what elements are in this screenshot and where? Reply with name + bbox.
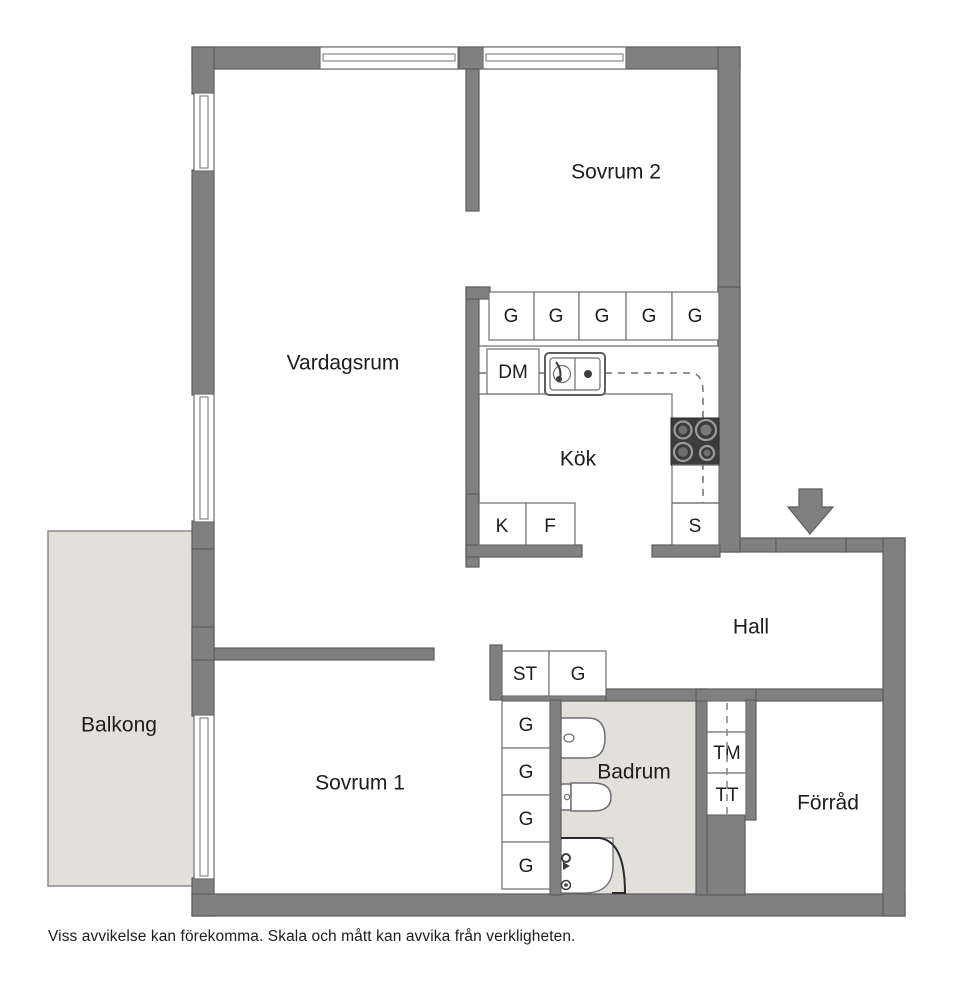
kitchen-appliances-kf: K F — [478, 502, 576, 546]
closet-label: G — [519, 809, 534, 830]
closet-label: G — [519, 762, 534, 783]
cabinet-g-3: G — [578, 291, 627, 341]
balkong-floor — [47, 530, 204, 887]
wall-bottom — [191, 893, 906, 917]
windows — [193, 46, 627, 880]
room-label-vardagsrum: Vardagsrum — [287, 352, 400, 375]
appliance-label: TM — [713, 743, 740, 764]
wall-sovrum1-north — [213, 647, 435, 661]
room-label-sovrum1: Sovrum 1 — [315, 772, 405, 795]
room-label-badrum: Badrum — [597, 761, 671, 784]
floor-plan-drawing: G G G G G — [47, 46, 906, 917]
closet-g-col-2: G — [501, 747, 551, 796]
closet-g-col-1: G — [501, 700, 551, 749]
wall-hall-entry — [775, 537, 847, 553]
wall-top-mid — [458, 46, 485, 70]
disclaimer-caption: Viss avvikelse kan förekomma. Skala och … — [48, 928, 576, 945]
room-label-forrad: Förråd — [797, 792, 859, 815]
sink-icon — [544, 352, 606, 396]
cabinet-s: S — [671, 502, 720, 546]
wall-badrum-east — [695, 699, 708, 896]
closet-g-col-3: G — [501, 794, 551, 843]
cabinet-label: G — [595, 306, 610, 327]
cabinet-label: G — [549, 306, 564, 327]
closet-label: ST — [513, 664, 538, 685]
wall-left-b — [191, 169, 215, 396]
closet-label: G — [519, 856, 534, 877]
room-label-sovrum2: Sovrum 2 — [571, 161, 661, 184]
wall-left-a — [191, 46, 215, 95]
window-top-1 — [319, 46, 459, 70]
laundry-closet: TM TT — [706, 700, 747, 816]
wall-hall-top — [739, 537, 777, 553]
cabinet-label: DM — [498, 362, 528, 383]
cabinet-label: K — [496, 516, 509, 537]
wall-badrum-north — [489, 644, 503, 701]
room-labels: Vardagsrum Sovrum 2 Kök Hall Badrum Förr… — [81, 161, 859, 815]
stove-icon — [670, 417, 720, 466]
cabinet-k: K — [478, 502, 527, 546]
room-label-hall: Hall — [733, 616, 769, 639]
wall-laundry-east — [744, 699, 757, 821]
cabinet-g-1: G — [488, 291, 535, 341]
closets: ST G G G G G — [501, 650, 607, 890]
closet-label: G — [571, 664, 586, 685]
wall-laundry-north — [695, 688, 757, 702]
room-label-kok: Kök — [560, 448, 597, 471]
closet-label: G — [519, 715, 534, 736]
wall-badrum-west — [549, 699, 562, 896]
wall-kok-east — [717, 286, 741, 553]
cabinet-label: F — [544, 516, 556, 537]
bathroom-fixtures — [560, 717, 627, 894]
window-left-3 — [193, 714, 215, 880]
window-left-2 — [193, 393, 215, 523]
wall-kok-cabinet-stub — [465, 286, 491, 300]
toilet-icon — [560, 782, 612, 812]
cabinet-label: G — [504, 306, 519, 327]
entrance-arrow — [786, 488, 835, 535]
cabinet-g-4: G — [625, 291, 673, 341]
kitchen-upper-cabinets: G G G G G — [488, 291, 720, 341]
appliance-tm: TM — [706, 731, 747, 774]
closet-g-col-4: G — [501, 841, 551, 890]
cabinet-label: S — [689, 516, 702, 537]
window-top-2 — [482, 46, 627, 70]
closet-st: ST — [501, 650, 550, 697]
wall-kf-left — [465, 493, 480, 546]
wall-sovrum1-north-stub — [191, 626, 215, 661]
wall-badrum-north-c — [605, 688, 708, 702]
wall-forrad-north — [755, 688, 884, 702]
cabinet-f: F — [525, 502, 576, 546]
kitchen-counter: DM — [478, 345, 720, 546]
shower-icon — [560, 837, 627, 894]
room-label-balkong: Balkong — [81, 714, 157, 737]
cabinet-g-2: G — [533, 291, 580, 341]
cabinet-dm: DM — [486, 348, 540, 395]
window-left-1 — [193, 92, 215, 172]
cabinet-label: G — [688, 306, 703, 327]
cabinet-g-5: G — [671, 291, 720, 341]
wall-badrum-east-lower — [706, 814, 746, 896]
wall-left-c — [191, 520, 215, 550]
wall-kok-bottom-right — [651, 544, 721, 558]
wall-kf-bottom — [465, 544, 583, 558]
wall-partition-sovrum2 — [465, 68, 480, 212]
cabinet-label: G — [642, 306, 657, 327]
closet-g-top: G — [548, 650, 607, 697]
wall-right-lower — [882, 537, 906, 917]
washbasin-icon — [560, 717, 606, 759]
